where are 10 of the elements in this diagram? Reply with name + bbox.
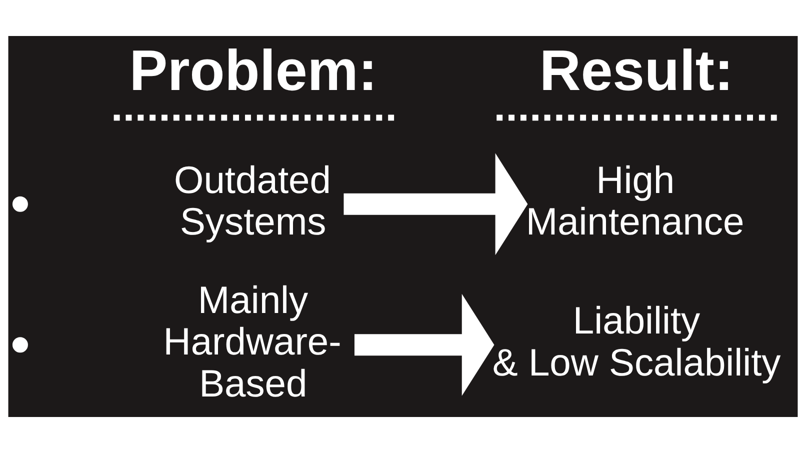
arrow (354, 294, 494, 396)
node-text: Liability & Low Scalability (492, 300, 781, 384)
node-circle (12, 196, 28, 212)
label: Problem: (129, 39, 378, 104)
node-text: High Maintenance (526, 158, 744, 244)
arrow (344, 153, 528, 256)
label: Result: (540, 39, 734, 104)
node-text: Outdated Systems (174, 158, 331, 244)
node-text: Mainly Hardware-Based (163, 278, 342, 406)
node-circle (12, 337, 28, 353)
